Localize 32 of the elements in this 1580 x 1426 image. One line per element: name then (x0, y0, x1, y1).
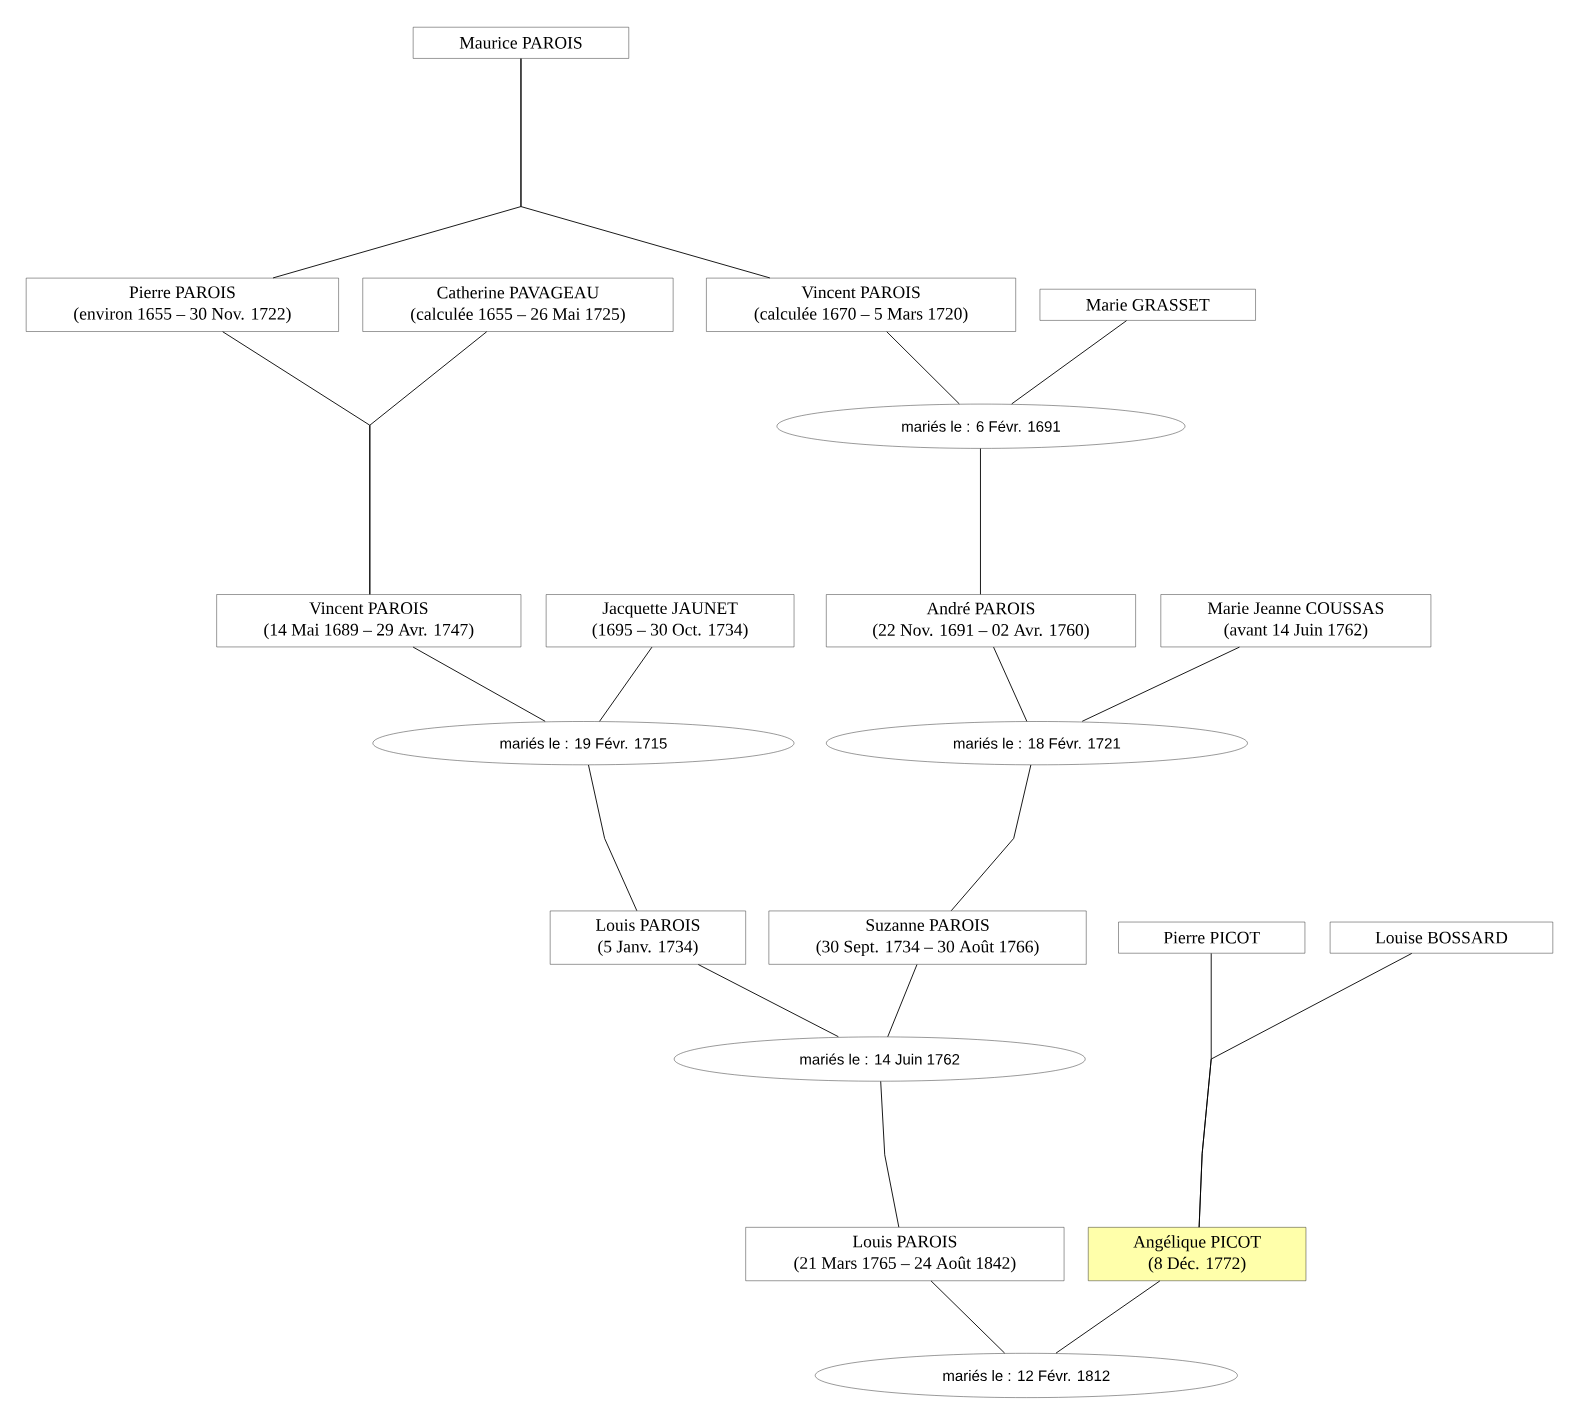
connector-line (886, 331, 960, 405)
connector-line (980, 448, 981, 595)
person-box: Louis PAROIS (21 Mars 1765 – 24 Août 1842) (745, 1227, 1065, 1281)
connector-line (887, 964, 918, 1038)
person-box: Pierre PAROIS (environ 1655 – 30 Nov. 1722) (26, 278, 339, 332)
connector-line (272, 58, 771, 279)
person-box: Pierre PICOT (1118, 921, 1306, 954)
person-box: André PAROIS (22 Nov. 1691 – 02 Avr. 1760) (826, 594, 1136, 648)
connector-line (880, 1081, 900, 1228)
person-box: Suzanne PAROIS (30 Sept. 1734 – 30 Août 1766) (768, 910, 1087, 965)
person-box: Marie GRASSET (1039, 289, 1256, 321)
person-box: Louis PAROIS (5 Janv. 1734) (549, 910, 746, 965)
connector-line (1055, 1280, 1161, 1354)
connector-line (993, 646, 1028, 722)
connector-line (930, 1280, 1006, 1354)
person-box: Vincent PAROIS (calculée 1670 – 5 Mars 1720) (706, 278, 1016, 332)
person-box: Marie Jeanne COUSSAS (avant 14 Juin 1762) (1160, 594, 1432, 648)
person-box: Maurice PAROIS (412, 27, 629, 59)
person-box: Catherine PAVAGEAU (calculée 1655 – 26 Mai 1725) (362, 278, 674, 332)
connector-line (950, 764, 1032, 912)
connector-line (588, 764, 638, 912)
connector-line (697, 964, 839, 1038)
person-box: Louise BOSSARD (1329, 921, 1553, 954)
person-box: Jacquette JAUNET (1695 – 30 Oct. 1734) (545, 594, 795, 648)
connector-line (222, 331, 488, 595)
connector-line (1011, 320, 1127, 405)
connector-line (412, 646, 546, 722)
connector-line (1081, 646, 1240, 722)
connector-line (1198, 953, 1413, 1228)
connector-line (599, 646, 653, 722)
person-box: Angélique PICOT (8 Déc. 1772) (1088, 1227, 1307, 1281)
person-box: Vincent PAROIS (14 Mai 1689 – 29 Avr. 1747) (216, 594, 522, 648)
